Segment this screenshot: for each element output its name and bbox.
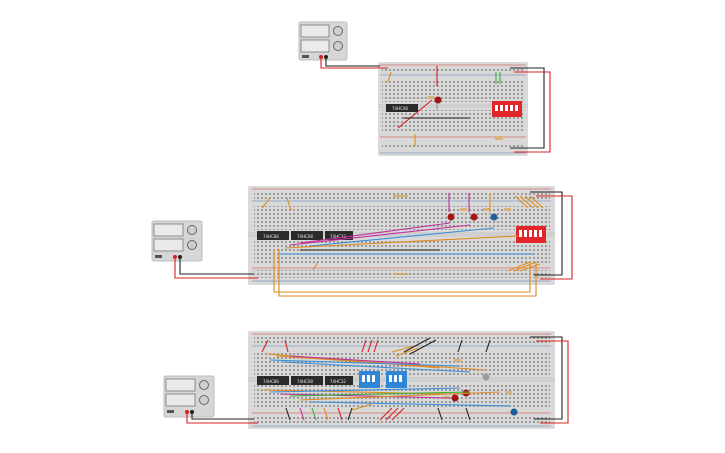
logic-chip[interactable]: 74HC86 [257, 231, 289, 240]
logic-chip[interactable]: 74HC08 [386, 104, 418, 112]
led[interactable] [451, 394, 459, 402]
power-supply-bottom[interactable] [163, 375, 215, 418]
chip-label: 74HC08 [392, 106, 408, 111]
resistor[interactable] [428, 96, 434, 99]
resistor[interactable] [454, 359, 461, 362]
led[interactable] [490, 213, 498, 221]
circuit-middle: 74HC86 74HC08 74HC32 [151, 186, 573, 297]
logic-chip[interactable]: 74HC32 [325, 231, 353, 240]
chip-label: 74HC08 [297, 379, 313, 384]
dip-switch[interactable] [516, 226, 546, 243]
chip-label: 74HC86 [263, 379, 279, 384]
resistor[interactable] [483, 208, 490, 211]
circuit-bottom: 74HC86 74HC08 74HC32 [163, 331, 569, 429]
chip-label: 74HC86 [263, 234, 279, 239]
led[interactable] [482, 373, 490, 381]
logic-chip[interactable]: 74HC08 [291, 231, 323, 240]
power-supply-top[interactable] [298, 21, 348, 61]
power-supply-middle[interactable] [151, 220, 203, 262]
resistor[interactable] [495, 136, 503, 140]
dip-switch[interactable] [386, 371, 407, 388]
chip-label: 74HC32 [330, 379, 346, 384]
circuit-top: 74HC08 [298, 21, 551, 156]
led[interactable] [470, 213, 478, 221]
logic-chip[interactable]: 74HC86 [257, 376, 289, 385]
wires [186, 336, 569, 424]
led[interactable] [447, 213, 455, 221]
dip-switch[interactable] [492, 101, 522, 117]
resistor[interactable] [460, 208, 467, 211]
wires [174, 191, 573, 297]
resistor[interactable] [504, 208, 511, 211]
resistor[interactable] [505, 391, 512, 394]
chip-label: 74HC32 [330, 234, 346, 239]
wires [320, 57, 551, 153]
led[interactable] [510, 408, 518, 416]
logic-chip[interactable]: 74HC32 [325, 376, 353, 385]
chip-label: 74HC08 [297, 234, 313, 239]
dip-switch[interactable] [359, 371, 380, 388]
breadboard-top [378, 62, 528, 156]
logic-chip[interactable]: 74HC08 [291, 376, 323, 385]
led[interactable] [434, 96, 442, 111]
